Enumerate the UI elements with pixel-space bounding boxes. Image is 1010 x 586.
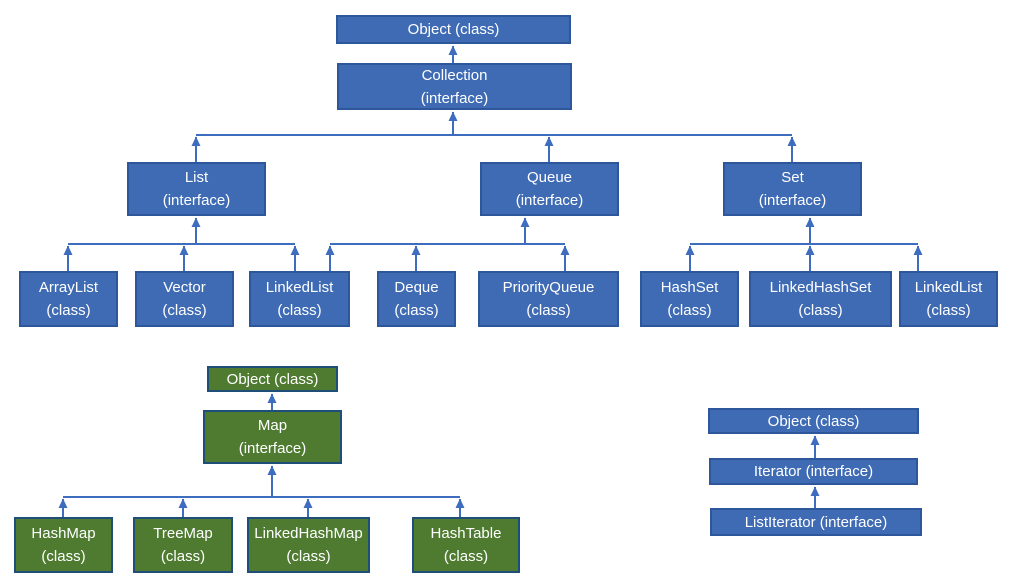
node-object-class: Object (class)	[336, 15, 571, 44]
node-vector-class: Vector (class)	[135, 271, 234, 327]
node-linkedlist-class-set: LinkedList (class)	[899, 271, 998, 327]
node-deque-class: Deque (class)	[377, 271, 456, 327]
node-hashmap-class: HashMap (class)	[14, 517, 113, 573]
node-treemap-class: TreeMap (class)	[133, 517, 233, 573]
node-listiterator-interface: ListIterator (interface)	[710, 508, 922, 536]
node-object-class-iterator: Object (class)	[708, 408, 919, 434]
node-linkedlist-class-list: LinkedList (class)	[249, 271, 350, 327]
node-arraylist-class: ArrayList (class)	[19, 271, 118, 327]
node-map-interface: Map (interface)	[203, 410, 342, 464]
node-iterator-interface: Iterator (interface)	[709, 458, 918, 485]
node-list-interface: List (interface)	[127, 162, 266, 216]
node-hashtable-class: HashTable (class)	[412, 517, 520, 573]
node-collection-interface: Collection (interface)	[337, 63, 572, 110]
node-linkedhashset-class: LinkedHashSet (class)	[749, 271, 892, 327]
node-queue-interface: Queue (interface)	[480, 162, 619, 216]
node-set-interface: Set (interface)	[723, 162, 862, 216]
node-object-class-map: Object (class)	[207, 366, 338, 392]
node-priorityqueue-class: PriorityQueue (class)	[478, 271, 619, 327]
node-hashset-class: HashSet (class)	[640, 271, 739, 327]
node-linkedhashmap-class: LinkedHashMap (class)	[247, 517, 370, 573]
